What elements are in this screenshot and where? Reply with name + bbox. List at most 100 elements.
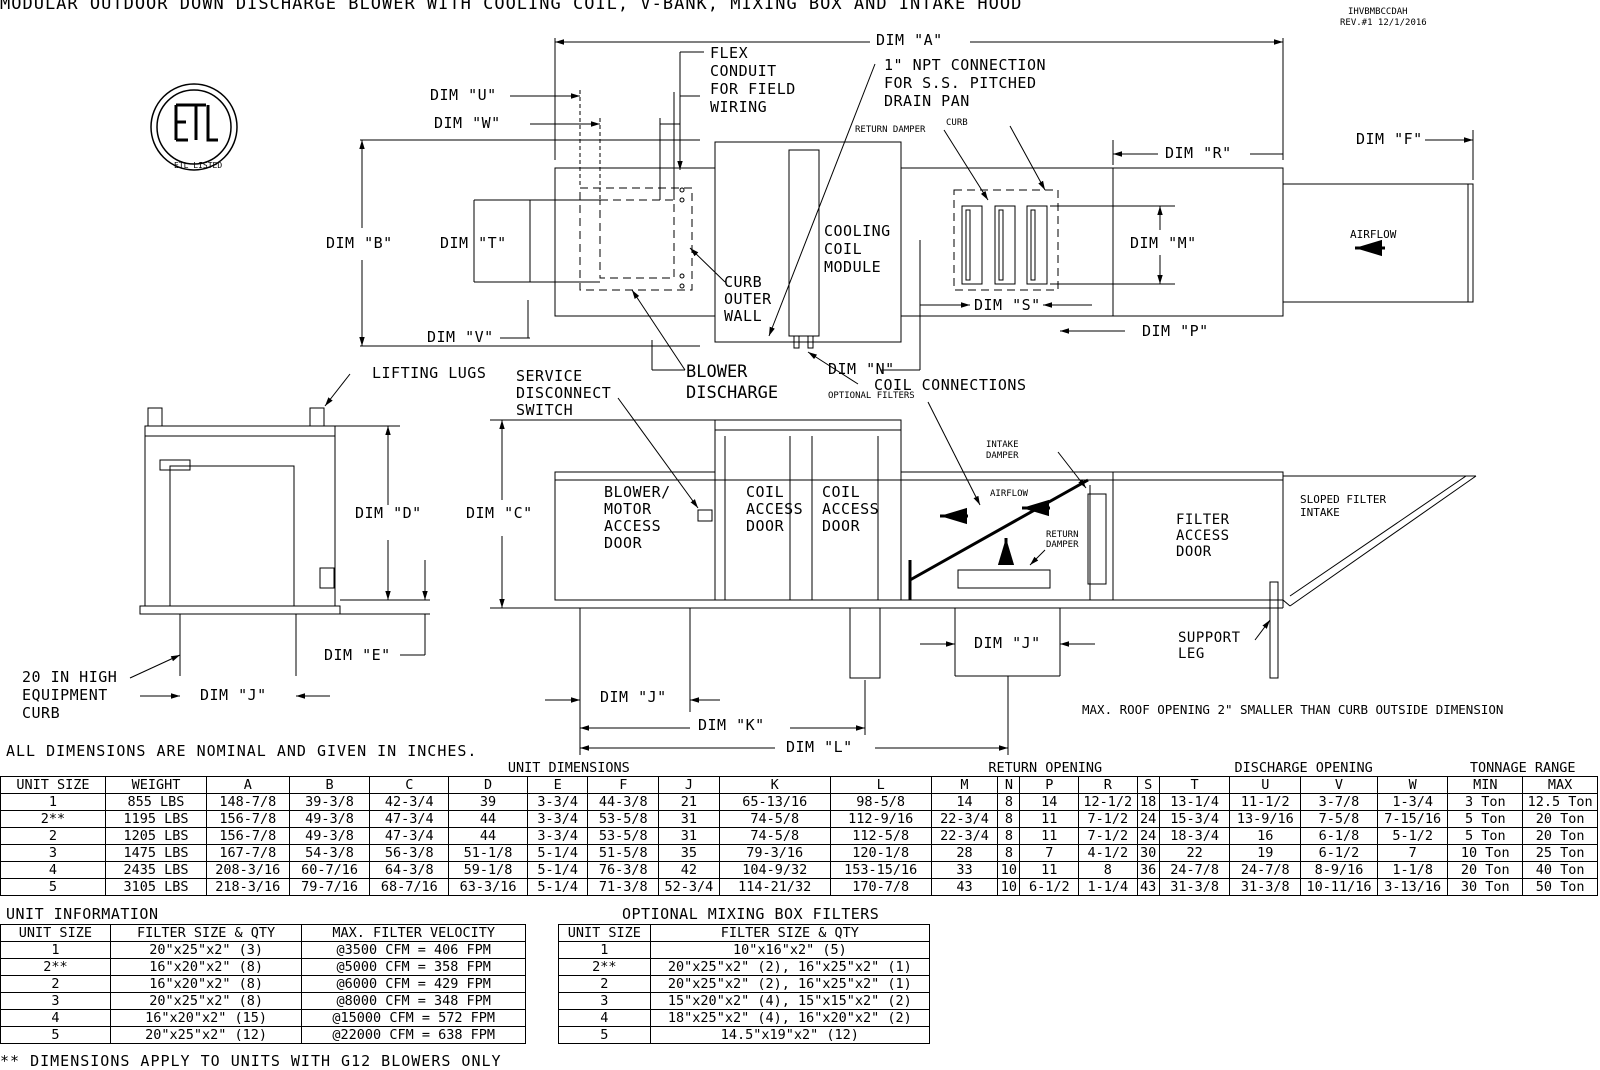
mixing-box-cell: 20"x25"x2" (2), 16"x25"x2" (1) xyxy=(649,975,931,993)
unit-info-cell: 2 xyxy=(0,975,111,993)
dimension-cell: 3 xyxy=(0,844,106,862)
dimension-cell: 76-3/8 xyxy=(587,861,660,879)
dimension-cell: 39 xyxy=(448,793,528,811)
dim-p-label: DIM "P" xyxy=(1142,322,1209,340)
dimension-cell: 35 xyxy=(658,844,720,862)
dimension-cell: 8 xyxy=(997,844,1021,862)
dimension-cell: 60-7/16 xyxy=(288,861,371,879)
dimension-cell: 1-1/8 xyxy=(1376,861,1449,879)
dimension-cell: 10 xyxy=(997,878,1021,896)
dimension-cell: 11 xyxy=(1019,810,1080,828)
dimension-column-header: N xyxy=(997,776,1021,794)
dimension-cell: 49-3/8 xyxy=(288,827,371,845)
dimension-cell: 5-1/4 xyxy=(526,861,589,879)
dimension-cell: 15-3/4 xyxy=(1158,810,1231,828)
dimension-cell: 49-3/8 xyxy=(288,810,371,828)
dim-s-label: DIM "S" xyxy=(974,296,1041,314)
dimension-column-header: R xyxy=(1078,776,1138,794)
unit-info-cell: 2** xyxy=(0,958,111,976)
dimension-cell: 13-1/4 xyxy=(1158,793,1231,811)
dimension-cell: 36 xyxy=(1136,861,1160,879)
mixing-box-cell: 2 xyxy=(558,975,651,993)
dimension-column-header: WEIGHT xyxy=(104,776,207,794)
end-view xyxy=(129,373,430,699)
unit-info-cell: 20"x25"x2" (8) xyxy=(109,992,303,1010)
drawing-id: IHVBMBCCDAH xyxy=(1348,7,1408,17)
dim-v-label: DIM "V" xyxy=(427,328,494,346)
dimension-column-header: W xyxy=(1376,776,1449,794)
mixing-box-title: OPTIONAL MIXING BOX FILTERS xyxy=(622,905,880,923)
dimension-cell: 1205 LBS xyxy=(104,827,207,845)
group-header-return-opening: RETURN OPENING xyxy=(931,760,1160,777)
roof-opening-note: MAX. ROOF OPENING 2" SMALLER THAN CURB O… xyxy=(1082,702,1504,717)
dimension-cell: 120-1/8 xyxy=(829,844,932,862)
unit-info-title: UNIT INFORMATION xyxy=(6,905,159,923)
dim-b-label: DIM "B" xyxy=(326,234,393,252)
dimension-cell: 2** xyxy=(0,810,106,828)
dimension-column-header: D xyxy=(448,776,528,794)
mixing-box-cell: 15"x20"x2" (4), 15"x15"x2" (2) xyxy=(649,992,931,1010)
dimension-cell: 5 Ton xyxy=(1447,810,1524,828)
dimension-cell: 20 Ton xyxy=(1447,861,1524,879)
dimension-cell: 20 Ton xyxy=(1522,810,1598,828)
coil-connections-label: COIL CONNECTIONS xyxy=(874,376,1027,394)
dimension-column-header: L xyxy=(829,776,932,794)
dimension-cell: 3 Ton xyxy=(1447,793,1524,811)
dimension-cell: 3-7/8 xyxy=(1300,793,1378,811)
dimension-cell: 3-3/4 xyxy=(526,827,589,845)
group-header-discharge-opening: DISCHARGE OPENING xyxy=(1159,760,1448,777)
dimension-cell: 31-3/8 xyxy=(1229,878,1302,896)
dimension-cell: 7 xyxy=(1019,844,1080,862)
mixing-box-cell: 5 xyxy=(558,1026,651,1044)
dim-j-end-label: DIM "J" xyxy=(200,686,267,704)
dimension-cell: 59-1/8 xyxy=(448,861,528,879)
dimension-cell: 44 xyxy=(448,827,528,845)
dimension-column-header: B xyxy=(288,776,371,794)
dimension-cell: 51-1/8 xyxy=(448,844,528,862)
dimension-cell: 47-3/4 xyxy=(369,827,450,845)
dimension-cell: 170-7/8 xyxy=(829,878,932,896)
dimension-cell: 18 xyxy=(1136,793,1160,811)
dimension-cell: 18-3/4 xyxy=(1158,827,1231,845)
dimension-cell: 8 xyxy=(997,793,1021,811)
dimension-cell: 1195 LBS xyxy=(104,810,207,828)
dimension-cell: 30 xyxy=(1136,844,1160,862)
mixing-box-cell: 10"x16"x2" (5) xyxy=(649,941,931,959)
revision-label: REV.#1 12/1/2016 xyxy=(1340,18,1427,28)
dimension-cell: 43 xyxy=(1136,878,1160,896)
dim-a-label: DIM "A" xyxy=(876,31,943,49)
dimension-cell: 16 xyxy=(1229,827,1302,845)
dimension-cell: 218-3/16 xyxy=(205,878,290,896)
dimension-cell: 3105 LBS xyxy=(104,878,207,896)
dimension-cell: 22-3/4 xyxy=(930,827,999,845)
dimension-cell: 64-3/8 xyxy=(369,861,450,879)
dimension-cell: 71-3/8 xyxy=(587,878,660,896)
dimension-cell: 8 xyxy=(997,810,1021,828)
dimension-cell: 43 xyxy=(930,878,999,896)
dimension-cell: 156-7/8 xyxy=(205,810,290,828)
dim-m-label: DIM "M" xyxy=(1130,234,1197,252)
dimension-cell: 3-3/4 xyxy=(526,810,589,828)
dimension-cell: 8 xyxy=(997,827,1021,845)
mixing-box-cell: 2** xyxy=(558,958,651,976)
dimension-cell: 98-5/8 xyxy=(829,793,932,811)
dimension-cell: 855 LBS xyxy=(104,793,207,811)
dimension-cell: 53-5/8 xyxy=(587,827,660,845)
dimension-cell: 6-1/8 xyxy=(1300,827,1378,845)
dimension-cell: 1475 LBS xyxy=(104,844,207,862)
mixing-box-cell: 18"x25"x2" (4), 16"x20"x2" (2) xyxy=(649,1009,931,1027)
dimension-cell: 52-3/4 xyxy=(658,878,720,896)
dimension-cell: 5-1/4 xyxy=(526,844,589,862)
